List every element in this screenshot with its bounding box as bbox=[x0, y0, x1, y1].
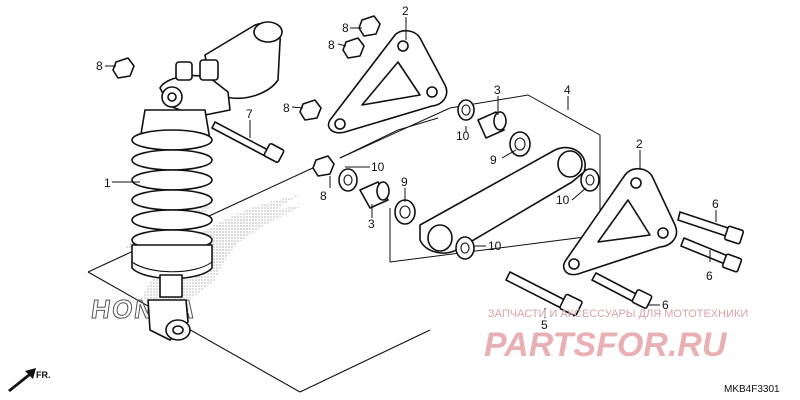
label-part-8-c: 8 bbox=[328, 38, 335, 52]
bolt-part-6-b bbox=[680, 237, 743, 273]
fr-label: FR. bbox=[36, 370, 51, 380]
collar-part-10-b bbox=[338, 168, 358, 192]
watermark-tagline: ЗАПЧАСТИ И АКСЕССУАРЫ ДЛЯ МОТОТЕХНИКИ bbox=[488, 308, 748, 320]
label-part-3-b: 3 bbox=[368, 217, 375, 231]
label-part-6-c: 6 bbox=[662, 298, 669, 312]
label-part-8-e: 8 bbox=[320, 189, 327, 203]
bolt-part-5 bbox=[505, 271, 583, 317]
label-part-8-d: 8 bbox=[283, 101, 290, 115]
label-part-8-a: 8 bbox=[96, 59, 103, 73]
group-box-part-4 bbox=[339, 94, 601, 263]
collar-part-10-d bbox=[455, 236, 475, 260]
label-part-10-a: 10 bbox=[456, 129, 470, 143]
label-part-4: 4 bbox=[564, 83, 571, 97]
label-part-5: 5 bbox=[541, 318, 548, 332]
nut-part-8-d bbox=[299, 99, 322, 121]
diagram-code: MKB4F3301 bbox=[724, 384, 780, 395]
label-part-10-d: 10 bbox=[488, 239, 502, 253]
label-part-6-b: 6 bbox=[706, 269, 713, 283]
partsfor-watermark: ЗАПЧАСТИ И АКСЕССУАРЫ ДЛЯ МОТОТЕХНИКИ PA… bbox=[484, 308, 748, 364]
leader-lines bbox=[105, 17, 717, 318]
label-part-1: 1 bbox=[104, 176, 111, 190]
bolt-part-7 bbox=[211, 121, 285, 164]
bushing-part-9-a bbox=[509, 131, 531, 157]
watermark-brand: PARTSFOR.RU bbox=[484, 326, 728, 364]
label-part-7: 7 bbox=[246, 107, 253, 121]
label-part-8-b: 8 bbox=[342, 21, 349, 35]
front-direction-arrow: FR. bbox=[8, 368, 51, 392]
collar-part-3-a bbox=[477, 111, 507, 139]
rear-shock-absorber bbox=[131, 21, 283, 341]
label-part-3-a: 3 bbox=[494, 83, 501, 97]
link-plate-part-2-lower bbox=[562, 167, 678, 276]
part-labels: 1 8 7 8 8 8 2 3 4 10 9 10 8 3 9 10 2 10 … bbox=[96, 4, 719, 332]
link-plate-part-2-upper bbox=[327, 29, 448, 134]
collar-part-10-a bbox=[457, 99, 475, 121]
nut-part-8-a bbox=[112, 57, 135, 79]
label-part-9-a: 9 bbox=[490, 153, 497, 167]
collar-part-10-c bbox=[580, 168, 600, 192]
label-part-2-upper: 2 bbox=[402, 4, 409, 18]
label-part-9-b: 9 bbox=[401, 175, 408, 189]
shock-link-arm-part-4 bbox=[419, 146, 586, 254]
label-part-6-a: 6 bbox=[712, 197, 719, 211]
bolt-part-6-a bbox=[677, 211, 745, 245]
collar-part-3-b bbox=[359, 181, 390, 209]
label-part-2-lower: 2 bbox=[636, 137, 643, 151]
bushing-part-9-b bbox=[394, 199, 416, 225]
label-part-10-b: 10 bbox=[371, 160, 385, 174]
nut-part-8-c bbox=[342, 37, 365, 59]
nut-part-8-b bbox=[358, 15, 381, 37]
bolt-part-6-c bbox=[591, 272, 653, 309]
label-part-10-c: 10 bbox=[556, 193, 570, 207]
nut-part-8-e bbox=[312, 155, 335, 177]
